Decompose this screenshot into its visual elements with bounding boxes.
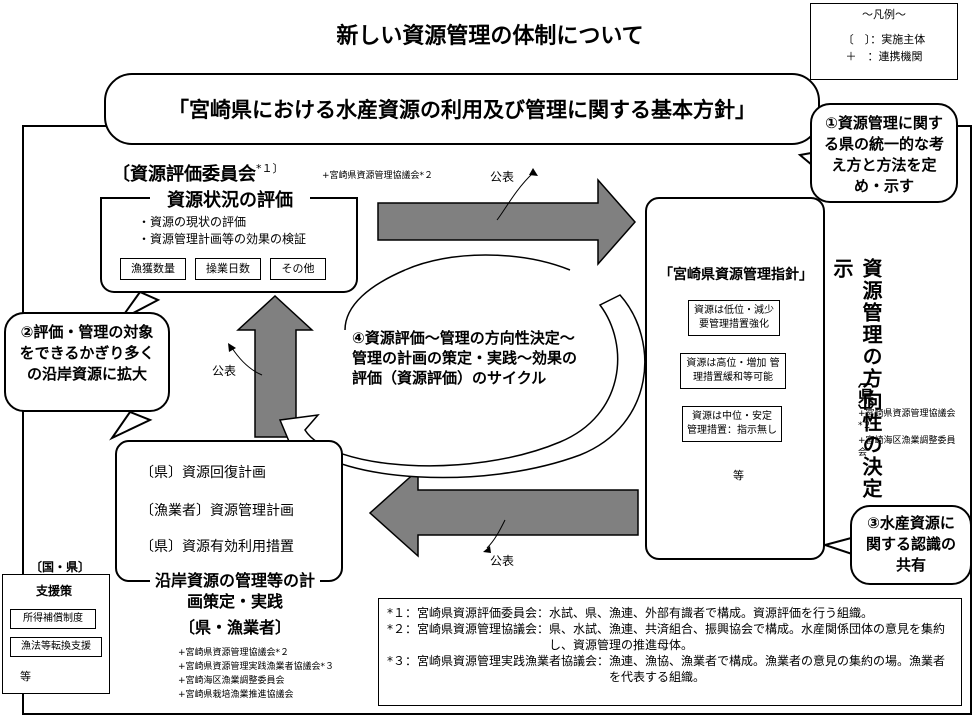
direction-partner-1: +宮崎県資源管理協議会*２: [858, 409, 956, 431]
evaluation-bullet-1: ・資源の現状の評価: [138, 215, 247, 229]
footnote-2-text: 県、水試、漁連、共済組合、振興協会で構成。水産関係団体の意見を集約し、資源管理の…: [549, 622, 946, 652]
arrow-up: [236, 294, 314, 438]
evaluation-committee-mark: *１〕: [256, 162, 284, 175]
guideline-heading: 「宮崎県資源管理指針」: [659, 267, 813, 283]
direction-partner-2: +宮崎海区漁業調整委員会: [858, 436, 956, 458]
direction-actor: 〔県〕: [855, 372, 874, 420]
arrow-left: [368, 468, 639, 558]
legend-box: 〜凡例〜 〔 〕：実施主体 ＋ ：連携機関: [810, 3, 958, 80]
plans-heading: 沿岸資源の管理等の計画策定・実践: [150, 570, 320, 612]
direction-vertical: 資源管理の方向性の決定・提示: [830, 258, 883, 544]
footnote-1-key: *１：宮崎県資源評価委員会：: [387, 606, 550, 620]
guideline-item-high: 資源は高位・増加 管理措置緩和等可能: [680, 353, 786, 389]
footnote-2-key: *２：宮崎県資源管理協議会：: [387, 622, 550, 636]
evaluation-committee-name: 〔資源評価委員会: [112, 164, 256, 185]
footnote-3-text: 漁連、漁協、漁業者で構成。漁業者の意見の集約の場。漁業者を代表する組織。: [609, 654, 946, 684]
plans-partner-2: +宮崎県資源管理実践漁業者協議会*３: [178, 662, 335, 672]
support-heading: 支援策: [36, 584, 73, 598]
evaluation-bullet-2: ・資源管理計画等の効果の検証: [138, 232, 307, 246]
callout-2: ②評価・管理の対象をできるかぎり多くの沿岸資源に拡大: [4, 312, 170, 412]
guideline-etc: 等: [733, 469, 744, 482]
support-actor: 〔国・県〕: [30, 558, 91, 575]
cycle-text: ④資源評価〜管理の方向性決定〜管理の計画の策定・実践〜効果の評価（資源評価）のサ…: [352, 329, 578, 387]
plans-item-3: 〔県〕資源有効利用措置: [140, 539, 294, 555]
evaluation-committee: 〔資源評価委員会*１〕: [112, 160, 284, 186]
guideline-item-mid: 資源は中位・安定 管理措置：指示無し: [682, 406, 782, 442]
callout-1: ①資源管理に関する県の統一的な考え方と方法を定め・示す: [810, 103, 958, 203]
publish-label-top: 公表: [490, 170, 515, 184]
legend-item-actor: 〔 〕：実施主体: [842, 33, 926, 46]
footnote-1: *１：宮崎県資源評価委員会：水試、県、漁連、外部有識者で構成。資源評価を行う組織…: [387, 605, 953, 621]
page-title: 新しい資源管理の体制について: [336, 24, 644, 49]
footnote-1-text: 水試、県、漁連、外部有識者で構成。資源評価を行う組織。: [549, 606, 874, 620]
support-item-conversion: 漁法等転換支援: [10, 637, 102, 657]
evaluation-partner: +宮崎県資源管理協議会*２: [322, 171, 434, 181]
policy-banner: 「宮崎県における水産資源の利用及び管理に関する基本方針」: [104, 73, 820, 145]
support-box: [2, 574, 110, 694]
legend-item-partner: ＋ ：連携機関: [845, 50, 923, 63]
arrow-right: [377, 178, 636, 266]
guideline-item-low: 資源は低位・減少 要管理措置強化: [688, 300, 780, 336]
plans-box: [115, 440, 343, 582]
evaluation-heading: 資源状況の評価: [150, 186, 310, 212]
publish-label-bottom: 公表: [490, 554, 515, 568]
footnotes: *１：宮崎県資源評価委員会：水試、県、漁連、外部有識者で構成。資源評価を行う組織…: [378, 598, 962, 706]
plans-item-1: 〔県〕資源回復計画: [140, 465, 266, 481]
callout-3: ③水産資源に関する認識の共有: [850, 505, 972, 585]
evaluation-tag-other: その他: [270, 258, 326, 280]
plans-item-2: 〔漁業者〕資源管理計画: [140, 503, 294, 519]
support-etc: 等: [20, 670, 31, 683]
plans-partner-4: +宮崎県栽培漁業推進協議会: [178, 690, 294, 700]
plans-partner-1: +宮崎県資源管理協議会*２: [178, 648, 290, 658]
evaluation-tag-days: 操業日数: [195, 258, 261, 280]
legend-heading: 〜凡例〜: [862, 8, 906, 21]
footnote-2: *２：宮崎県資源管理協議会：県、水試、漁連、共済組合、振興協会で構成。水産関係団…: [387, 621, 953, 653]
support-item-income: 所得補償制度: [10, 609, 96, 629]
footnote-3-key: *３：宮崎県資源管理実践漁業者協議会：: [387, 654, 610, 668]
plans-actor: 〔県・漁業者〕: [178, 618, 291, 637]
plans-partner-3: +宮崎海区漁業調整委員会: [178, 676, 285, 686]
publish-label-left: 公表: [212, 364, 237, 378]
footnote-3: *３：宮崎県資源管理実践漁業者協議会：漁連、漁協、漁業者で構成。漁業者の意見の集…: [387, 653, 953, 685]
evaluation-tag-catch: 漁獲数量: [120, 258, 186, 280]
